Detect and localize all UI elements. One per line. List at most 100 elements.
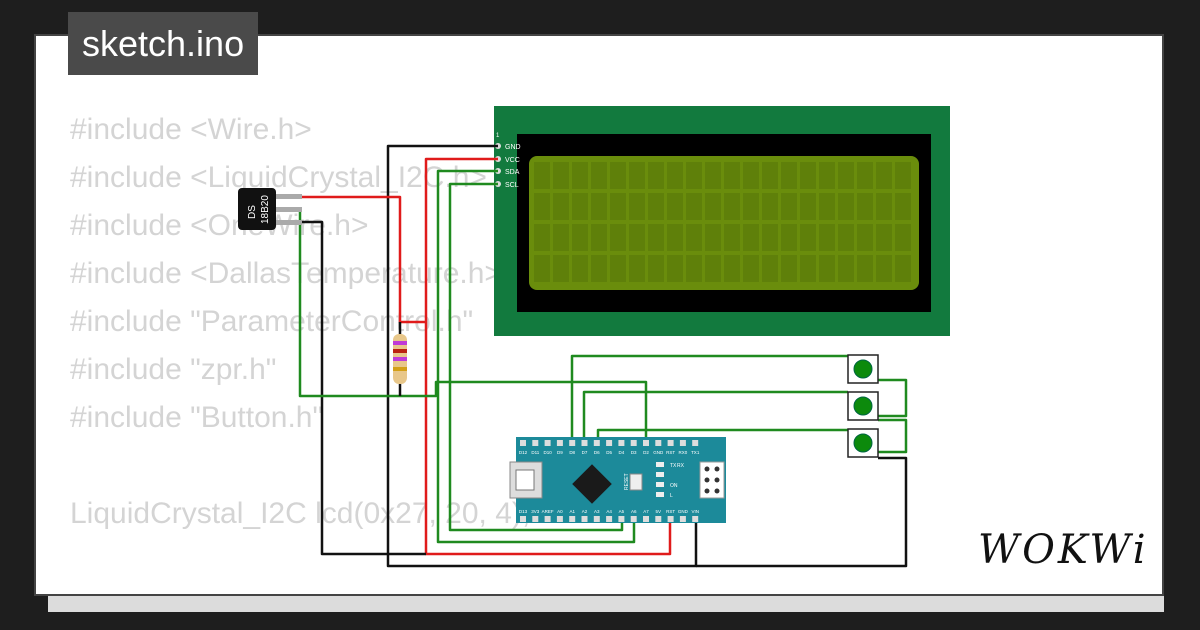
usb-connector [509,461,543,499]
lcd-char-cell [781,193,797,220]
arduino-pin [643,516,649,522]
lcd-char-cell [705,162,721,189]
lcd-char-cell [876,193,892,220]
arduino-pin-label: A3 [594,509,600,514]
reset-button-icon [629,473,643,491]
arduino-pin [581,440,588,446]
arduino-pin [692,516,699,522]
wokwi-logo: WOKWi [978,527,1149,573]
reset-label: RESET [624,473,630,490]
wire-gnd-buttons [696,456,908,568]
arduino-pin-label: D11 [531,450,539,455]
lcd-char-cell [857,193,873,220]
lcd-char-cell [591,193,607,220]
arduino-pin [532,440,539,446]
arduino-pin [532,516,539,522]
lcd-char-cell [819,193,835,220]
lcd-char-cell [800,255,816,282]
code-line: #include "zpr.h" [70,353,277,386]
wire-button-bridge-2 [878,418,908,454]
code-line: #include "Button.h" [70,401,324,434]
arduino-pin [667,440,674,446]
code-line: byte ButtonPin = 3; [70,586,530,594]
lcd-char-cell [800,193,816,220]
arduino-pin [581,516,588,522]
lcd-char-cell [686,162,702,189]
lcd-char-cell [819,162,835,189]
lcd-char-cell [572,224,588,251]
status-leds: TX RX ON L [656,462,685,499]
arduino-pin-label: D9 [557,450,563,455]
wires [298,144,908,568]
arduino-pin [667,516,674,522]
arduino-pin-label: D8 [569,450,575,455]
lcd-char-cell [648,162,664,189]
arduino-pin [643,440,649,446]
lcd-char-cell [648,255,664,282]
wire-sda [436,169,636,544]
lcd-char-cell [534,255,550,282]
lcd-char-cell [667,193,683,220]
lcd-char-cell [610,224,626,251]
lcd-char-cell [553,224,569,251]
lcd-char-cell [553,162,569,189]
arduino-pin [679,440,686,446]
pushbutton-3[interactable] [847,428,879,458]
lcd-char-cell [781,255,797,282]
lcd-char-cell [838,193,854,220]
svg-text:L: L [670,493,673,499]
lcd-char-cell [534,224,550,251]
lcd-char-cell [895,224,911,251]
lcd-char-cell [667,224,683,251]
arduino-pin-label: A0 [557,509,563,514]
lcd-char-cell [838,162,854,189]
wire-scl [448,182,624,532]
lcd-char-cell [838,224,854,251]
lcd-char-cell [572,255,588,282]
arduino-pin-label: RST [666,450,675,455]
pushbutton-1[interactable] [847,354,879,384]
arduino-pin-label: 5V [656,509,662,514]
arduino-pin-label: GND [678,509,689,514]
lcd-char-cell [591,224,607,251]
arduino-pin-label: RST [666,509,675,514]
lcd-char-cell [724,224,740,251]
lcd-char-cell [553,193,569,220]
arduino-pin-label: VIN [691,509,699,514]
code-line: #include <Wire.h> [70,113,312,146]
arduino-pin-label: 3V3 [531,509,540,514]
lcd-char-cell [534,193,550,220]
arduino-pin [606,440,613,446]
lcd-char-cell [838,255,854,282]
lcd-char-cell [876,255,892,282]
arduino-pin [544,516,551,522]
temperature-sensor: DS 18B20 [238,188,302,230]
arduino-pin-label: A7 [643,509,649,514]
arduino-pin [544,440,551,446]
lcd-char-cell [591,162,607,189]
code-line: LiquidCrystal_I2C lcd(0x27, 20, 4); [70,497,531,530]
lcd-char-cell [781,224,797,251]
arduino-pin-label: D4 [619,450,625,455]
lcd-char-cell [819,224,835,251]
lcd-char-cell [686,224,702,251]
wire-sensor-gnd [300,220,426,556]
lcd-char-cell [724,193,740,220]
arduino-pin-label: A4 [606,509,612,514]
lcd-char-cell [648,224,664,251]
pushbutton-2[interactable] [847,391,879,421]
svg-text:ON: ON [670,483,678,489]
arduino-pin-label: A2 [582,509,588,514]
lcd-char-cell [629,193,645,220]
arduino-pin [692,440,699,446]
lcd-char-cell [591,255,607,282]
lcd-char-cell [743,162,759,189]
lcd-char-cell [629,255,645,282]
arduino-pin-label: GND [653,450,664,455]
lcd-char-cell [743,193,759,220]
arduino-pin-label: D13 [519,509,528,514]
svg-text:GND: GND [505,144,521,151]
svg-text:SCL: SCL [505,182,519,189]
